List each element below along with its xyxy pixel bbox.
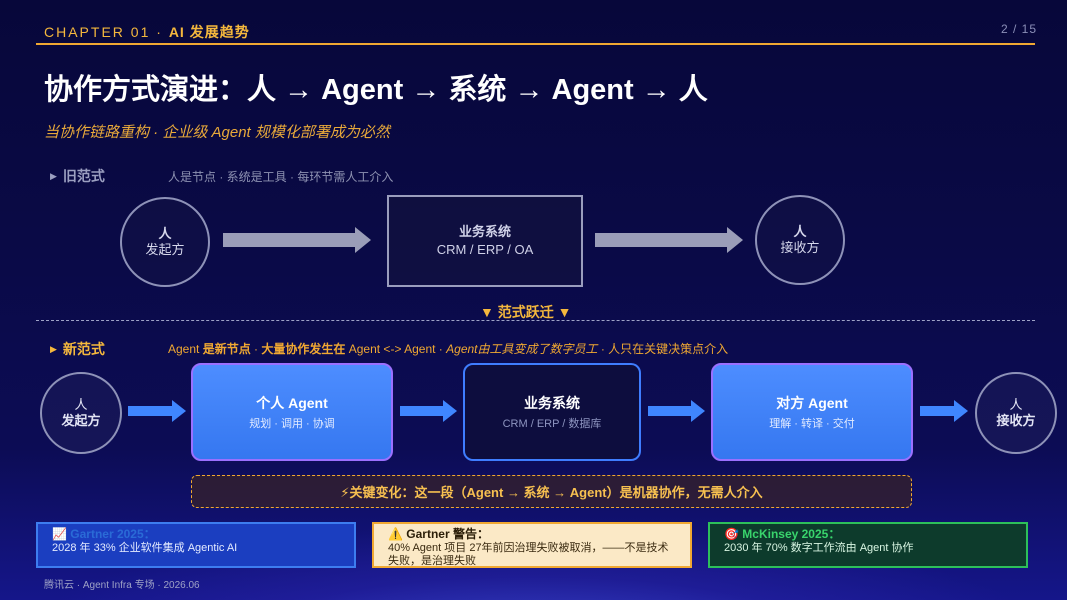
mckinsey-forecast-card: 🎯 McKinsey 2025： 2030 年 70% 数字工作流由 Agent… (708, 522, 1028, 568)
card-body: 2030 年 70% 数字工作流由 Agent 协作 (724, 542, 914, 554)
arrow-right-icon (920, 400, 968, 422)
node-subtitle: CRM / ERP / 数据库 (502, 418, 602, 430)
desc-text: · 人只在关键决策点介入 (597, 342, 729, 356)
desc-text: Agent (168, 342, 203, 356)
slide-subtitle: 当协作链路重构 · 企业级 Agent 规模化部署成为必然 (44, 124, 390, 141)
old-business-system: 业务系统 CRM / ERP / OA (387, 195, 583, 287)
desc-text: · (250, 342, 262, 356)
old-paradigm-title: 旧范式 (62, 168, 105, 184)
old-paradigm-desc: 人是节点 · 系统是工具 · 每环节需人工介入 (168, 170, 394, 184)
old-receiver-node: 人 接收方 (755, 195, 845, 285)
chapter-header: CHAPTER 01 · AI 发展趋势 (44, 22, 250, 42)
new-paradigm-desc: Agent 是新节点 · 大量协作发生在 Agent <-> Agent · A… (168, 340, 728, 357)
gartner-forecast-card: 📈 Gartner 2025： 2028 年 33% 企业软件集成 Agenti… (36, 522, 356, 568)
desc-bold: 是新节点 (202, 342, 251, 356)
personal-agent-box: 个人 Agent 规划 · 调用 · 协调 (191, 363, 393, 461)
new-initiator-node: 人 发起方 (40, 372, 122, 454)
key-change-callout: ⚡关键变化：这一段（Agent → 系统 → Agent）是机器协作，无需人介入 (191, 475, 912, 508)
node-subtitle: 接收方 (996, 413, 1036, 428)
card-heading: 📈 Gartner 2025： (52, 527, 156, 541)
new-paradigm-title: 新范式 (62, 341, 105, 357)
triangle-icon: ▶ (50, 170, 57, 181)
footer-text: 腾讯云 · Agent Infra 专场 · 2026.06 (44, 580, 200, 591)
new-receiver-node: 人 接收方 (975, 372, 1057, 454)
card-body: 40% Agent 项目 27年前因治理失败被取消，——不是技术失败，是治理失败 (388, 542, 669, 567)
arrow-right-icon (400, 400, 457, 422)
arrow-right-icon (648, 400, 705, 422)
arrow-right-icon (128, 400, 186, 422)
node-title: 业务系统 (524, 395, 580, 411)
page-number: 2 / 15 (1000, 22, 1037, 36)
chapter-number: CHAPTER 01 (44, 24, 151, 40)
node-title: 业务系统 (458, 224, 511, 239)
paradigm-shift-label: ▼ 范式跃迁 ▼ (480, 304, 572, 320)
card-heading: 🎯 McKinsey 2025： (724, 527, 841, 541)
card-heading: ⚠️ Gartner 警告： (388, 527, 489, 541)
dashed-divider (36, 320, 1035, 321)
desc-italic: Agent由工具变成了数字员工 (446, 342, 598, 356)
node-title: 对方 Agent (776, 395, 848, 411)
node-title: 人 (158, 226, 172, 241)
slide-title: 协作方式演进：人 → Agent → 系统 → Agent → 人 (44, 74, 708, 106)
old-paradigm-label: ▶ 旧范式 (50, 166, 105, 186)
node-title: 人 (1009, 397, 1023, 412)
card-body: 2028 年 33% 企业软件集成 Agentic AI (52, 542, 238, 554)
node-title: 人 (74, 397, 88, 412)
desc-bold: 大量协作发生在 (261, 342, 346, 356)
desc-text: Agent <-> Agent · (345, 342, 447, 356)
node-subtitle: 接收方 (780, 240, 820, 255)
old-initiator-node: 人 发起方 (120, 197, 210, 287)
counterpart-agent-box: 对方 Agent 理解 · 转译 · 交付 (711, 363, 913, 461)
chapter-title: AI 发展趋势 (168, 24, 250, 40)
triangle-icon: ▶ (50, 343, 57, 354)
header-divider (36, 43, 1035, 45)
arrow-right-icon (223, 227, 371, 253)
node-title: 个人 Agent (256, 395, 328, 411)
new-paradigm-label: ▶ 新范式 (50, 339, 105, 359)
node-subtitle: 发起方 (61, 413, 101, 428)
node-subtitle: CRM / ERP / OA (436, 242, 534, 257)
chapter-separator: · (150, 24, 169, 40)
node-title: 人 (793, 224, 807, 239)
node-subtitle: 发起方 (145, 242, 185, 257)
node-subtitle: 规划 · 调用 · 协调 (249, 418, 335, 430)
new-business-system: 业务系统 CRM / ERP / 数据库 (463, 363, 641, 461)
arrow-right-icon (595, 227, 743, 253)
node-subtitle: 理解 · 转译 · 交付 (769, 418, 855, 430)
gartner-warning-card: ⚠️ Gartner 警告： 40% Agent 项目 27年前因治理失败被取消… (372, 522, 692, 568)
